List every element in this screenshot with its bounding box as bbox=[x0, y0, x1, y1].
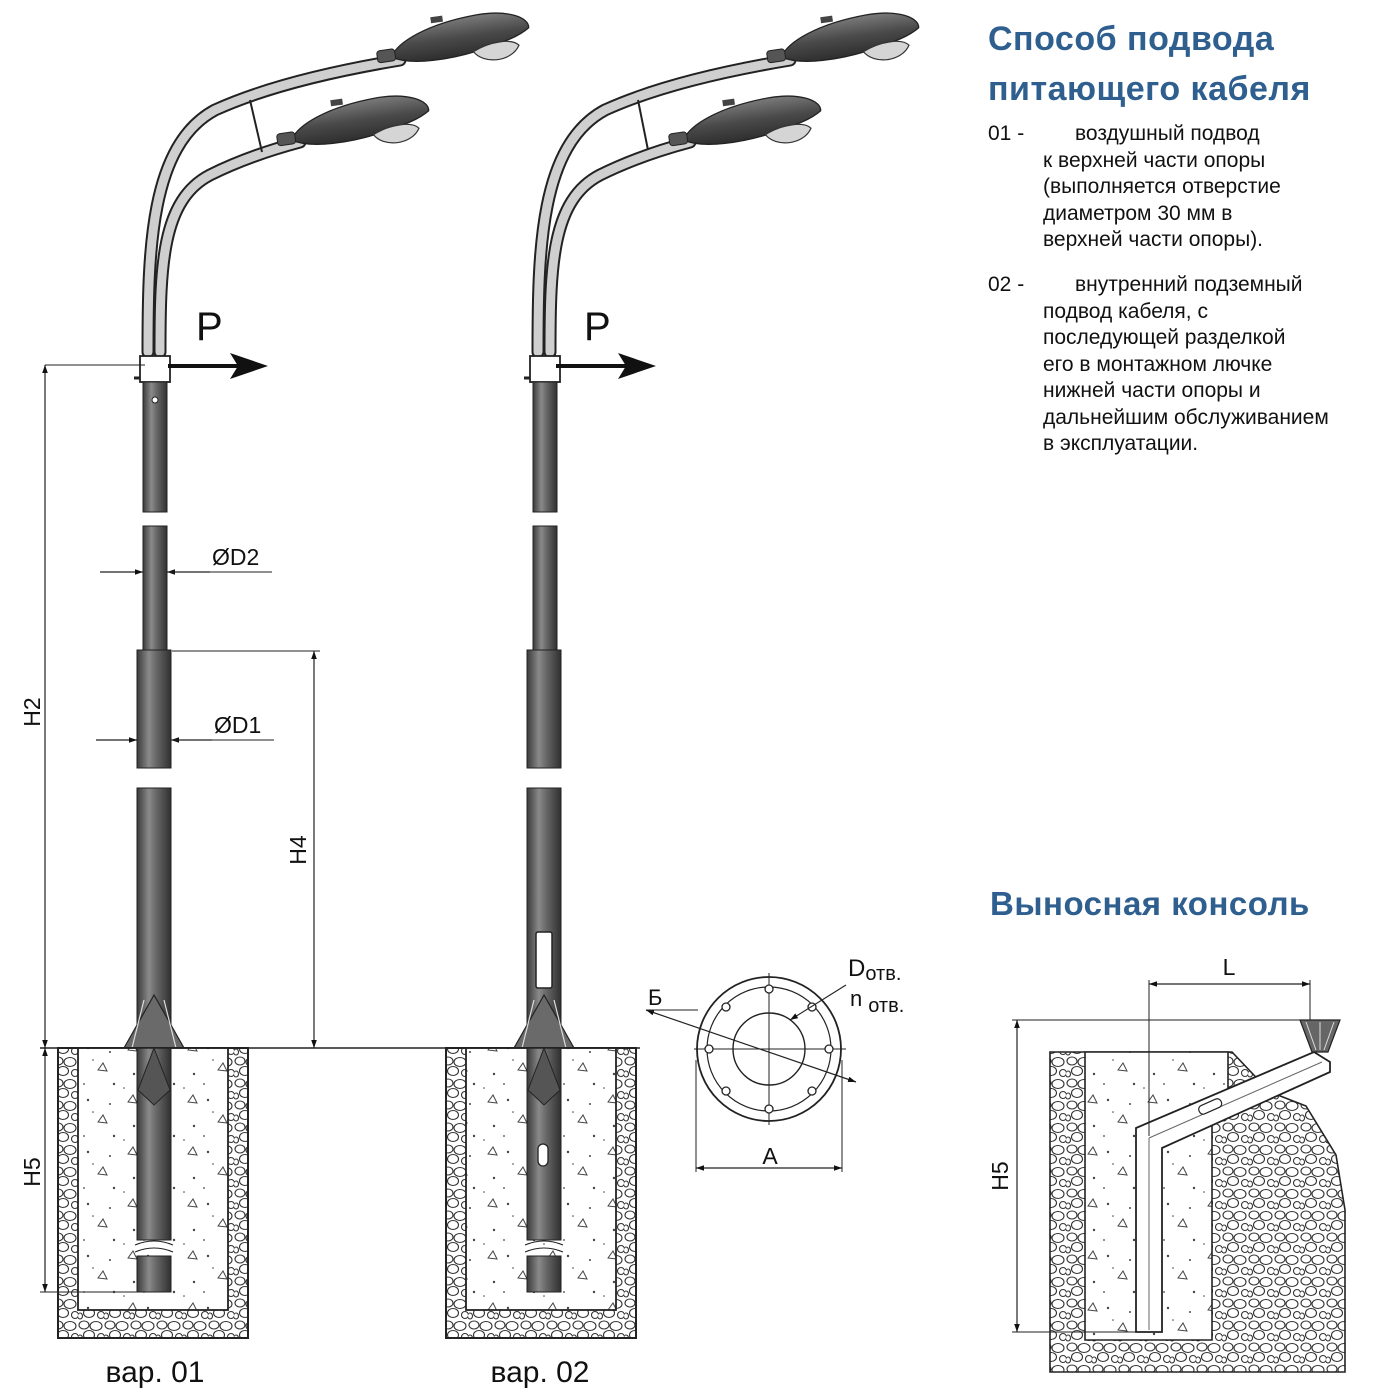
force-label: P bbox=[584, 305, 611, 349]
h4-label: H4 bbox=[285, 835, 311, 865]
pole-variant-01 bbox=[57, 3, 534, 1339]
note-line: внутренний подземный bbox=[1075, 273, 1303, 296]
note-number: 02 - bbox=[988, 273, 1025, 296]
variant-02-label: вар. 02 bbox=[490, 1356, 589, 1389]
note-line: воздушный подвод bbox=[1075, 122, 1260, 145]
h5-label: H5 bbox=[19, 1157, 45, 1186]
d2-label: ØD2 bbox=[212, 544, 259, 570]
console-h5-label: H5 bbox=[987, 1161, 1013, 1190]
note-line: к верхней части опоры bbox=[1043, 148, 1266, 172]
note-line: (выполняется отверстие bbox=[1043, 175, 1281, 198]
note-number: 01 - bbox=[988, 122, 1025, 145]
title-line: питающего кабеля bbox=[988, 70, 1311, 108]
remote-console-diagram bbox=[1012, 980, 1346, 1373]
cable-supply-title: Способ подвода питающего кабеля bbox=[988, 14, 1311, 114]
note-line: нижней части опоры и bbox=[1043, 379, 1261, 402]
note-line: последующей разделкой bbox=[1043, 326, 1286, 349]
force-label: P bbox=[196, 305, 223, 349]
h2-label: H2 bbox=[19, 697, 45, 726]
console-l-label: L bbox=[1223, 954, 1236, 980]
variant-01-label: вар. 01 bbox=[105, 1356, 204, 1389]
note-02: 02 - внутренний подземный подвод кабеля,… bbox=[988, 272, 1329, 458]
note-line: дальнейшим обслуживанием bbox=[1043, 405, 1329, 429]
title-line: Способ подвода bbox=[988, 20, 1275, 58]
flange-detail bbox=[645, 973, 857, 1172]
note-line: подвод кабеля, с bbox=[1043, 299, 1208, 323]
d1-label: ØD1 bbox=[214, 712, 261, 738]
note-01: 01 - воздушный подвод к верхней части оп… bbox=[988, 121, 1281, 254]
pole-variant-02 bbox=[445, 3, 924, 1339]
note-line: его в монтажном лючке bbox=[1043, 352, 1273, 376]
flange-b-label: Б bbox=[648, 985, 662, 1010]
note-line: в эксплуатации. bbox=[1043, 432, 1199, 455]
remote-console-title: Выносная консоль bbox=[990, 885, 1310, 922]
note-line: диаметром 30 мм в bbox=[1043, 201, 1233, 225]
flange-a-label: A bbox=[762, 1143, 778, 1169]
note-line: верхней части опоры). bbox=[1043, 228, 1264, 251]
flange-d-label: Dотв. bbox=[848, 955, 901, 985]
